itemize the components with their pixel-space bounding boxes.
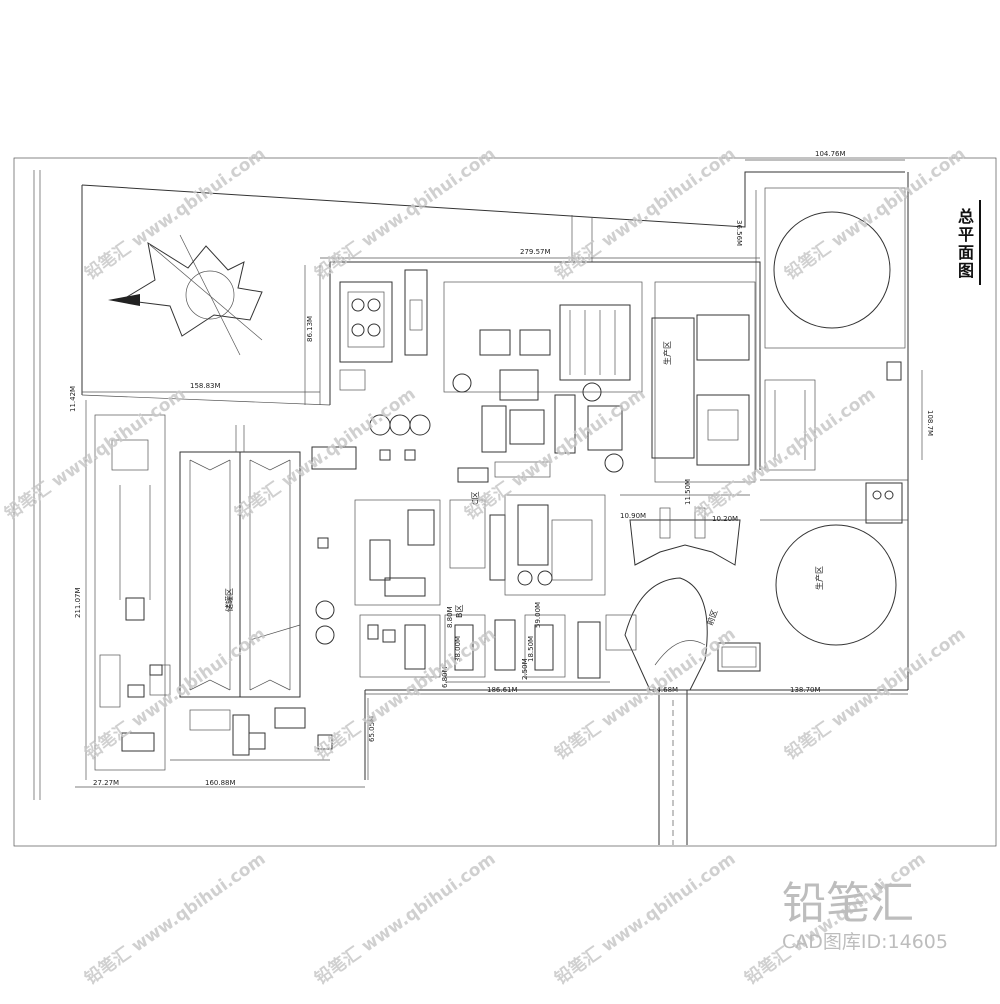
watermark-text: 铅笔汇 www.qbihui.com [551,143,740,284]
center-lower-cluster: C区 [354,491,606,606]
dim-left-top-v: 86.13M [306,316,314,342]
process-area [443,281,643,483]
dim-left-north: 158.83M [190,382,221,390]
small-tanks [311,414,431,470]
zone-label-production-2: 生产区 [814,566,824,590]
watermark-text: 铅笔汇 www.qbihui.com [81,848,270,989]
dim-small-v6: 18.50M [527,636,535,662]
dim-bottom-right: 138.70M [790,686,821,694]
watermark-text: 铅笔汇 www.qbihui.com [691,383,880,524]
brand-name: 铅笔汇 [782,878,914,929]
dim-small-v2: 8.80M [446,606,454,628]
main-site-boundary [319,261,908,780]
dim-right-edge-v: 108.7M [926,410,934,436]
right-tank-area [760,479,908,646]
title-char-4: 图 [958,261,974,280]
dim-top-middle: 279.57M [520,248,551,256]
dim-bottom-left: 27.27M [93,779,119,787]
storage-tank-north [773,211,891,329]
storage-tank-south [775,524,897,646]
dim-canopy-left: 10.90M [620,512,646,520]
title-char-1: 总 [958,207,974,226]
storage-hall: 储罐区 [179,425,301,698]
zone-label-storage: 储罐区 [224,588,234,612]
zone-label-b: B区 [455,605,464,619]
top-left-facility [339,269,428,391]
dim-top-right: 104.76M [815,150,846,158]
bottom-left-buildings [170,707,333,761]
watermark-text: 铅笔汇 www.qbihui.com [231,383,420,524]
zone-label-production-1: 生产区 [662,341,672,365]
watermark-text: 铅笔汇 www.qbihui.com [311,848,500,989]
brand-sub: CAD图库ID:14605 [782,931,948,953]
south-access-road [658,690,688,845]
watermark-text: 铅笔汇 www.qbihui.com [781,143,970,284]
watermark-text: 铅笔汇 www.qbihui.com [311,143,500,284]
site-boundary [81,171,909,690]
title-char-2: 平 [958,225,974,244]
zone-label-front: 前区 [704,608,719,626]
north-compass-icon [108,234,263,356]
dim-center-v: 65.05M [368,716,376,742]
watermark-text: 铅笔汇 www.qbihui.com [551,848,740,989]
dim-left-long-v: 211.07M [74,587,82,618]
bottom-row-buildings: B区 [359,605,637,683]
production-block: 生产区 [651,281,816,483]
title-char-3: 面 [958,243,974,262]
drawing-title: 总 平 面 图 [958,200,981,285]
dim-bottom-mid: 186.61M [487,686,518,694]
dim-right-v: 36.56M [735,220,743,246]
dim-small-v1: 6.80M [441,666,449,688]
dim-bottom-mid-left: 160.88M [205,779,236,787]
left-road [33,170,41,800]
zone-label-c: C区 [471,491,480,505]
mid-column-structures [315,537,335,645]
left-yard [94,414,171,771]
dim-small-v3: 38.00M [454,636,462,662]
watermark-text: 铅笔汇 www.qbihui.com [81,623,270,764]
canopy-building [620,494,750,566]
dimension-lines [75,159,923,788]
top-right-area [764,187,906,381]
dim-bottom-right-small: 34.68M [652,686,678,694]
dim-canopy-mid: 11.50M [684,479,692,505]
dim-left-v-small: 11.42M [69,386,77,412]
dim-small-v5: 59.00M [534,602,542,628]
sheet-frame [13,157,997,847]
dim-small-v4: 2.50M [521,658,529,680]
brand-logo: 铅笔汇 CAD图库ID:14605 [782,878,948,953]
dim-canopy-right: 10.20M [712,515,738,523]
